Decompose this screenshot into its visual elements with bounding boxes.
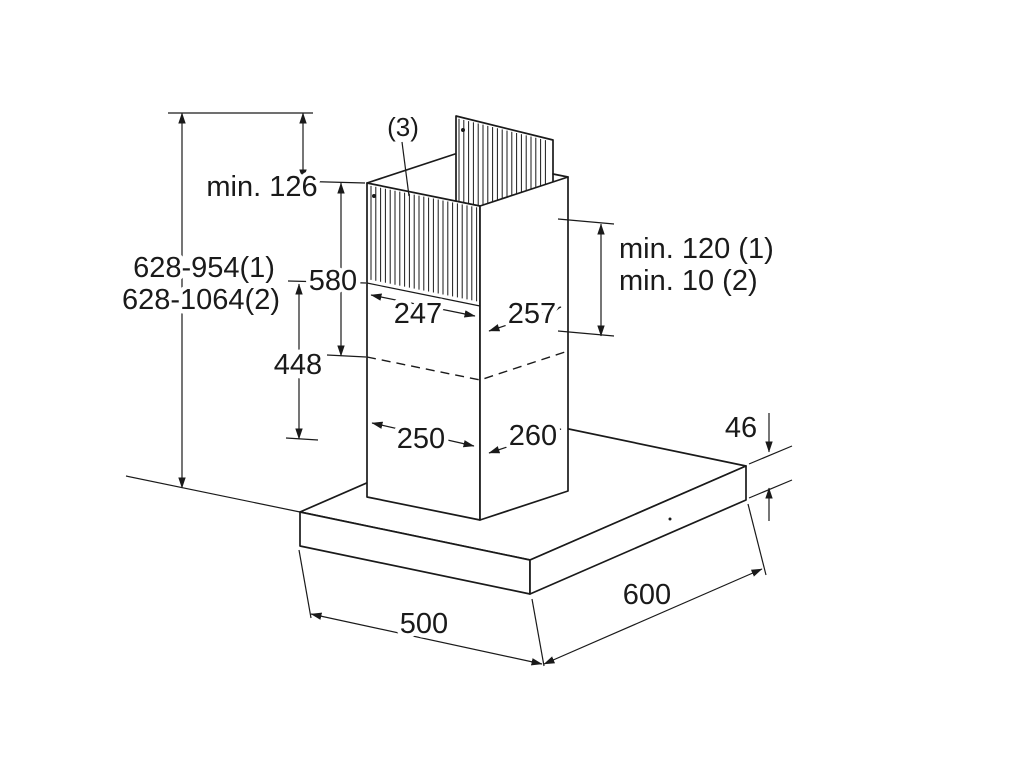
grille-callout-leader-line	[401, 141, 410, 197]
inner-flue-screw-dot	[461, 128, 465, 132]
label-hood-depth: 500	[400, 608, 448, 640]
label-overall-height-duct: 628-954(1)	[133, 252, 275, 284]
dimension-labels: 628-954(1) 628-1064(2) min. 126 580 448 …	[118, 108, 779, 645]
label-chimney-top-front: 247	[394, 298, 442, 330]
edge-top-extension	[748, 445, 793, 465]
label-min-duct-mode: min. 120 (1)	[619, 233, 774, 265]
chimney-right-face	[479, 176, 569, 521]
base-mark-dot	[668, 517, 672, 521]
top-side-depth-dimension	[488, 306, 562, 332]
label-upper-section-height: 580	[309, 265, 357, 297]
depth-right-extension	[531, 598, 545, 667]
width-right-extension	[747, 503, 767, 576]
depth-left-extension	[298, 549, 312, 619]
label-min-recirc-mode: min. 10 (2)	[619, 265, 758, 297]
grille-bottom-extension-line	[287, 280, 367, 284]
top-front-width-dimension	[370, 293, 476, 318]
front-grille-hatch	[370, 185, 478, 302]
bottom-front-width-dimension	[371, 421, 475, 448]
junction-extension-line	[326, 354, 367, 358]
inner-flue-outline	[455, 115, 554, 206]
base-top-extension-line	[125, 475, 301, 513]
label-chimney-bottom-side: 260	[509, 420, 557, 452]
chimney-rim-left-edge	[366, 153, 456, 184]
bottom-side-depth-dimension	[488, 428, 562, 454]
label-min-top-clearance: min. 126	[206, 171, 317, 203]
label-body-edge-height: 46	[725, 412, 757, 444]
edge-bottom-extension	[748, 479, 793, 499]
lower-extension-tick	[285, 437, 319, 441]
chimney-rim-back-edge	[552, 173, 569, 178]
chimney-top-extension-line	[290, 180, 366, 184]
label-hood-width: 600	[623, 579, 671, 611]
label-lower-section-height: 448	[274, 349, 322, 381]
label-overall-height-recirc: 628-1064(2)	[122, 284, 280, 316]
hood-base-front-right-face	[529, 465, 747, 595]
label-grille-callout: (3)	[387, 112, 419, 142]
front-face-screw-dot	[372, 194, 376, 198]
hood-width-dimension	[543, 568, 763, 665]
label-chimney-top-side: 257	[508, 298, 556, 330]
telescopic-junction-dashed-line	[366, 350, 569, 381]
label-chimney-bottom-front: 250	[397, 423, 445, 455]
dimension-lines	[125, 112, 793, 667]
front-grille-band	[366, 185, 481, 307]
hood-depth-dimension	[310, 612, 543, 666]
min-duct-top-extension	[557, 218, 615, 225]
